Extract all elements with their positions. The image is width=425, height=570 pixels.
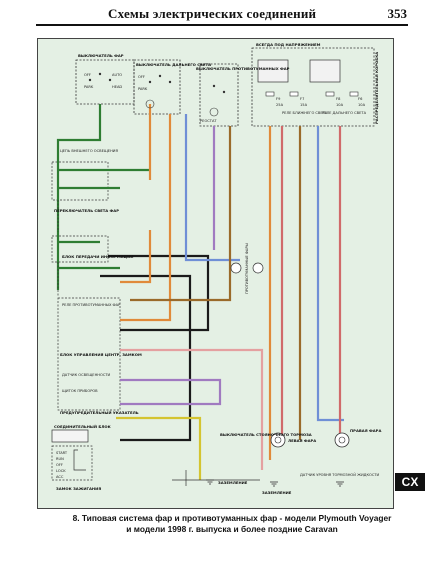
switch-contact-icons (88, 72, 226, 117)
fog-lamp-icon (230, 262, 264, 274)
body-controller-label: БЛОК УПРАВЛЕНИЯ ЦЕНТР. ЗАМКОМ (60, 352, 142, 357)
switch-auto-label: AUTO (112, 73, 122, 77)
wire-blue-2 (316, 126, 344, 422)
body-controller-box (57, 297, 121, 411)
flash-to-pass-label: ПЕРЕКЛЮЧАТЕЛЬ СВЕТА ФАР (54, 208, 119, 213)
passenger-info-label: БЛОК ПЕРЕДАЧИ ИНФОРМАЦИИ (62, 254, 133, 259)
wire-orange-2 (120, 114, 172, 322)
wire-black-1 (108, 254, 210, 332)
wire-purple-2 (120, 378, 222, 406)
high-beam-relay-label: РЕЛЕ ДАЛЬНЕГО СВЕТА (322, 111, 367, 115)
high-beam-relay-box (309, 59, 341, 83)
low-beam-relay-label: РЕЛЕ БЛИЖНЕГО СВЕТА (282, 111, 328, 115)
left-headlamp-label: ЛЕВАЯ ФАРА (288, 438, 316, 443)
note-ground-label: ЦЕПЬ ВНЕШНЕГО ОСВЕЩЕНИЯ (60, 149, 118, 153)
connector-block-label: СОЕДИНИТЕЛЬНЫЙ БЛОК (54, 424, 112, 429)
page-header: Схемы электрических соединений 353 (0, 0, 425, 30)
wire-green-branch (58, 168, 150, 270)
caption-line-2: и модели 1998 г. выпуска и более поздние… (126, 524, 338, 534)
ignition-acc-label: ACC (56, 475, 64, 479)
fuse-f8-rating: 10A (336, 103, 344, 107)
right-headlamp-label: ПРАВАЯ ФАРА (350, 428, 381, 433)
ground-label-1: ЗАЗЕМЛЕНИЕ (218, 480, 248, 485)
wire-ground-thin (73, 449, 260, 486)
figure-caption: 8. Типовая система фар и противотуманных… (62, 513, 402, 535)
flash-to-pass-box (51, 161, 109, 201)
ignition-switch-label: ЗАМОК ЗАЖИГАНИЯ (56, 486, 101, 491)
dimmer-off-label: OFF (138, 75, 145, 79)
level-sensor-label: ДАТЧИК УРОВНЯ ТОРМОЗНОЙ ЖИДКОСТИ (300, 472, 380, 477)
power-distribution-label: РАСПРЕДЕЛИТЕЛЬНАЯ КОРОБКА (374, 52, 379, 124)
fuse-f8-label: F8 (336, 97, 341, 101)
wire-yellow-1 (116, 416, 202, 480)
indicator-note-label: ПРЕДУПРЕДИТЕЛЬНЫЙ УКАЗАТЕЛЬ (60, 410, 139, 415)
fuse-f7-rating: 15A (300, 103, 308, 107)
park-brake-switch-label: ВЫКЛЮЧАТЕЛЬ СТОЯНОЧНОГО ТОРМОЗА (220, 432, 312, 437)
light-sensor-label: ДАТЧИК ОСВЕЩЕННОСТИ (62, 373, 111, 377)
fog-lamps-label: ПРОТИВОТУМАННЫЕ ФАРЫ (245, 243, 249, 294)
dimmer-switch-label: ВЫКЛЮЧАТЕЛЬ ДАЛЬНЕГО СВЕТА (136, 62, 211, 67)
fuse-f9-rating: 25A (276, 103, 284, 107)
dimmer-pot-label: РЕОСТАТ (200, 119, 217, 123)
instrument-cluster-label: ЩИТОК ПРИБОРОВ (62, 389, 98, 393)
fuse-f6-rating: 10A (358, 103, 366, 107)
wire-brown-1 (130, 126, 232, 302)
caption-line-1: 8. Типовая система фар и противотуманных… (72, 513, 392, 523)
dimmer-park-label: PARK (138, 87, 148, 91)
fog-switch-box (199, 63, 239, 127)
fuse-f7-label: F7 (300, 97, 304, 101)
fuse-icons (265, 91, 359, 97)
wire-orange-1 (120, 104, 152, 284)
fuse-f6-label: F6 (358, 97, 363, 101)
passenger-info-box (51, 235, 109, 263)
right-headlamp-icon (334, 432, 350, 448)
switch-head-label: HEAD (112, 85, 122, 89)
section-tab: CX (395, 473, 425, 491)
ignition-start-label: START (56, 451, 68, 455)
ground-label-2: ЗАЗЕМЛЕНИЕ (262, 490, 292, 495)
connector-block-box (51, 429, 89, 443)
left-headlamp-icon (270, 432, 286, 448)
ignition-run-label: RUN (56, 457, 64, 461)
always-hot-label: ВСЕГДА ПОД НАПРЯЖЕНИЕМ (256, 42, 321, 47)
page-title: Схемы электрических соединений (108, 6, 317, 21)
ignition-off-label: OFF (56, 463, 63, 467)
fuse-f9-label: F9 (276, 97, 281, 101)
page-number: 353 (387, 6, 408, 21)
wire-blue-1 (184, 114, 240, 262)
power-distribution-box (251, 47, 375, 127)
switch-park-label: PARK (84, 85, 94, 89)
switch-off-label: OFF (84, 73, 91, 77)
fog-switch-label: ВЫКЛЮЧАТЕЛЬ ПРОТИВОТУМАННЫХ ФАР (196, 66, 290, 71)
header-rule (36, 24, 408, 26)
wire-pink-1 (120, 348, 264, 470)
fog-lamp-relay-label: РЕЛЕ ПРОТИВОТУМАННЫХ ФАР (62, 303, 121, 307)
headlight-switch-label: ВЫКЛЮЧАТЕЛЬ ФАР (78, 53, 124, 58)
ignition-lock-label: LOCK (56, 469, 66, 473)
wire-black-2 (100, 274, 192, 442)
low-beam-relay-box (257, 59, 289, 83)
ground-symbol-icon (206, 479, 344, 487)
ignition-switch-box (51, 445, 93, 481)
headlight-switch-box (75, 59, 135, 105)
wiring-diagram-frame (37, 38, 394, 509)
dimmer-switch-box (133, 59, 181, 115)
